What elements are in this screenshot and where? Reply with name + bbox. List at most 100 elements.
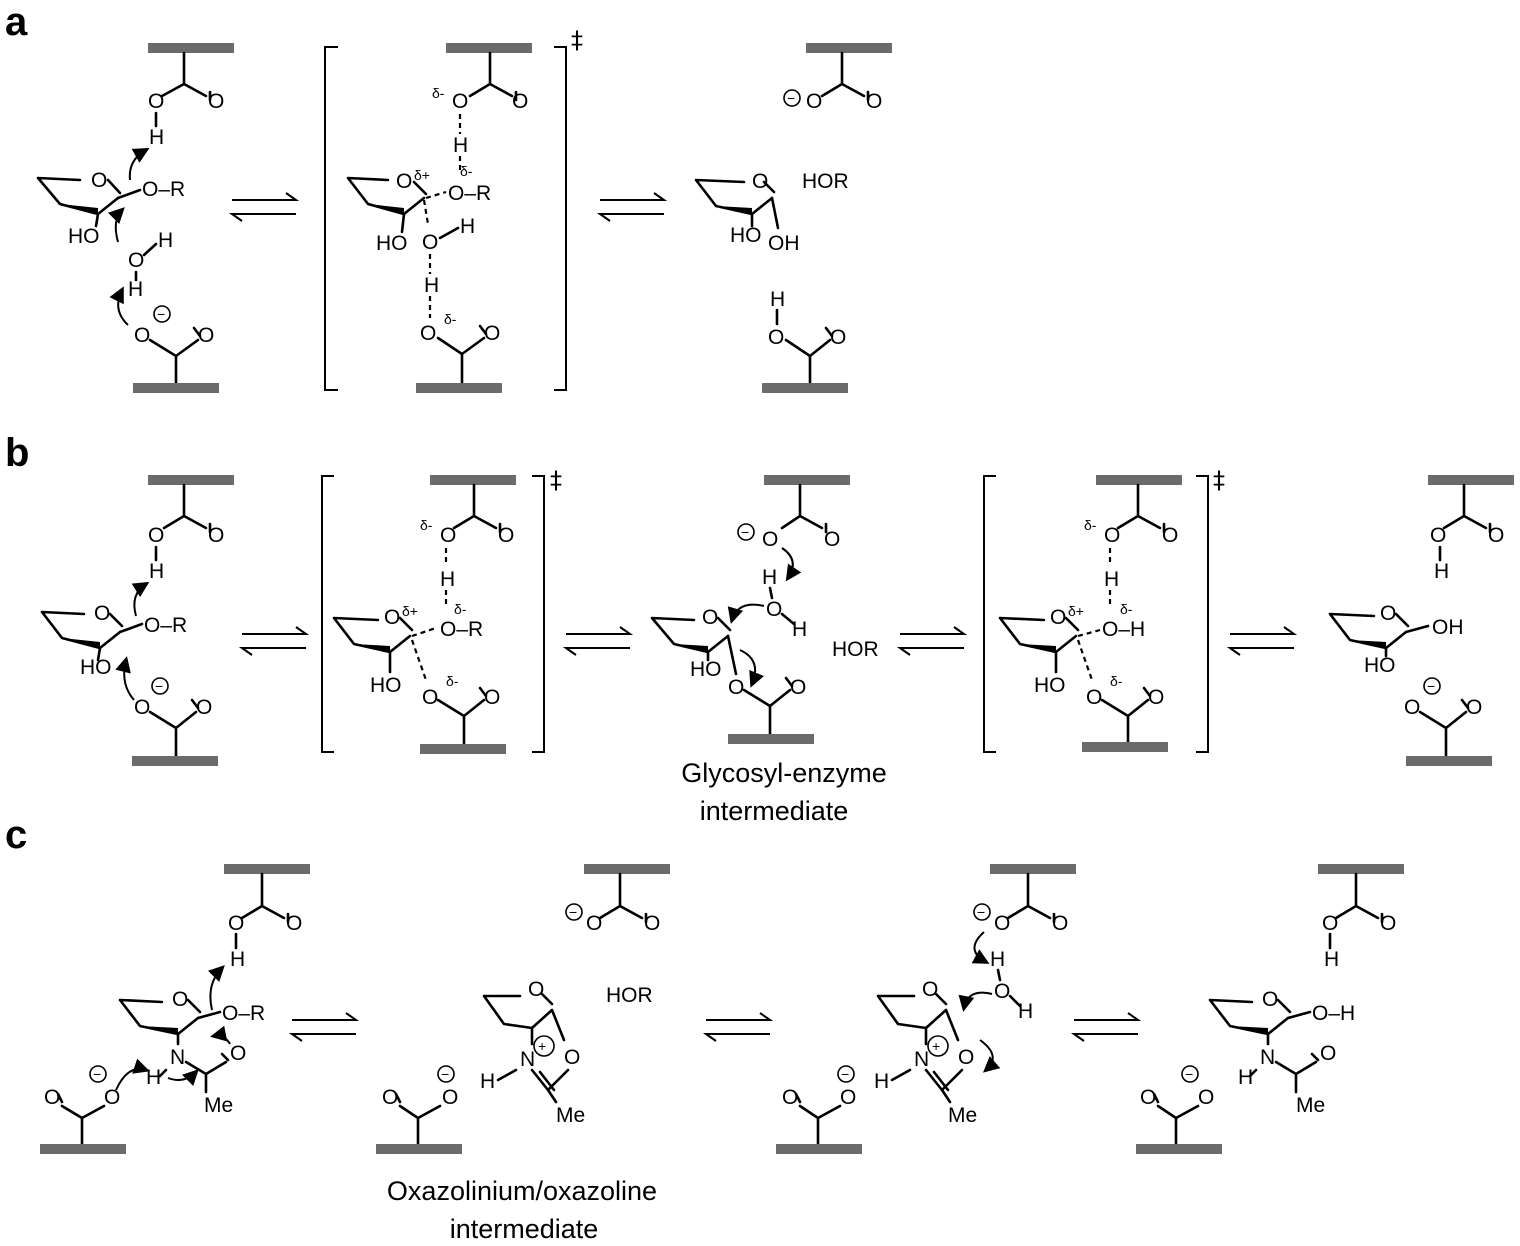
atom-H: H [480,1070,495,1093]
bond [436,324,488,385]
atom-O: O [512,90,528,113]
bond [784,326,834,385]
enzyme-plate [148,475,234,485]
bond [158,1052,230,1094]
minus-sign: − [155,678,163,694]
atom-O: O [644,912,660,935]
bond [94,212,100,228]
atom-H: H [440,568,455,591]
atom-O: O [228,912,244,935]
curved-arrow [128,148,150,181]
atom-O: O [994,912,1010,935]
bond [134,242,158,282]
water-H: H [128,278,143,301]
eq [232,192,300,201]
ring-O: O [752,170,768,193]
minus-sign: − [741,524,749,540]
atom-O: O [148,90,164,113]
caption-oxazolinium-line1: Oxazolinium/oxazoline [387,1176,657,1206]
HO-label: HO [68,225,100,248]
HOR-label: HOR [832,638,879,661]
enzyme-plate [133,383,219,393]
wedge [1230,1026,1268,1034]
enzyme-plate [584,864,670,874]
eq [1074,1012,1142,1021]
double-dagger: ‡ [1213,466,1225,494]
bond [598,872,648,924]
enzyme-plate [420,744,506,754]
bracket-right [554,46,567,391]
wedge [1350,640,1386,648]
negative-charge [1423,677,1441,695]
negative-charge [151,677,169,695]
bond [1100,686,1152,744]
negative-charge [837,1065,855,1083]
atom-O: O [1320,1042,1336,1065]
atom-O: O [762,528,778,551]
c-oxazolinium-intermediate: − O O HOR O + N O H Me − O O Oxazolinium… [376,864,670,1244]
O-R-group: O–R [448,182,491,205]
atom-O: O [452,90,468,113]
water-H: H [990,948,1005,971]
eq [292,1012,360,1021]
minus-sign: − [93,1066,101,1082]
atom-H: H [146,1066,161,1089]
ring-O: O [91,169,107,192]
minus-sign: − [441,1066,449,1082]
bond [1266,1010,1312,1046]
atom-O: O [1148,686,1164,709]
atom-H: H [1324,948,1339,971]
curved-arrow [727,603,765,624]
enzyme-plate [1096,475,1182,485]
atom-O: O [1162,524,1178,547]
water-H: H [460,215,475,238]
b-reactant: O O H O O–R HO − O O [40,475,234,766]
negative-charge [737,523,755,541]
HOR-label: HOR [802,170,849,193]
enzyme-plate [776,1144,862,1154]
wedge [716,206,752,214]
equilibrium-arrow [596,192,668,222]
eq [900,626,968,635]
atom-O: O [422,686,438,709]
ring-O: O [1050,606,1066,629]
atom-O: O [866,90,882,113]
bond [96,622,144,662]
bond [794,1092,842,1146]
oxazoline-O: O [564,1046,580,1069]
equilibrium-arrow [228,192,300,222]
enzyme-plate [1406,756,1492,766]
HO-label: HO [376,232,408,255]
eq [896,647,964,656]
OH-label: OH [1432,616,1464,639]
equilibrium-arrow [562,626,634,656]
curved-arrow [109,286,129,326]
minus-sign: − [1427,678,1435,694]
bracket-left [321,475,334,753]
minus-sign: − [1185,1066,1193,1082]
c-reactant: O O H O O–R N H O Me − O O [40,864,310,1154]
water-O: O [422,231,438,254]
panel-label-b: b [5,431,29,475]
bond [706,634,738,676]
atom-H: H [149,126,164,149]
delta-minus: δ- [444,311,457,327]
equilibrium-arrow [702,1012,774,1042]
atom-O: O [1086,686,1102,709]
panel-label-a: a [5,0,28,44]
atom-O: O [198,324,214,347]
eq [596,213,664,222]
atom-O: O [44,1086,60,1109]
water-O: O [766,598,782,621]
positive-charge [533,1035,555,1057]
atom-O: O [1430,524,1446,547]
negative-charge [565,903,583,921]
bond [394,1092,442,1146]
water-H: H [792,618,807,641]
water-H: H [158,229,173,252]
water-O: O [994,980,1010,1003]
O-R-group: O–R [142,178,185,201]
panel-label-c: c [5,813,27,857]
eq [1230,626,1298,635]
atom-O: O [824,528,840,551]
